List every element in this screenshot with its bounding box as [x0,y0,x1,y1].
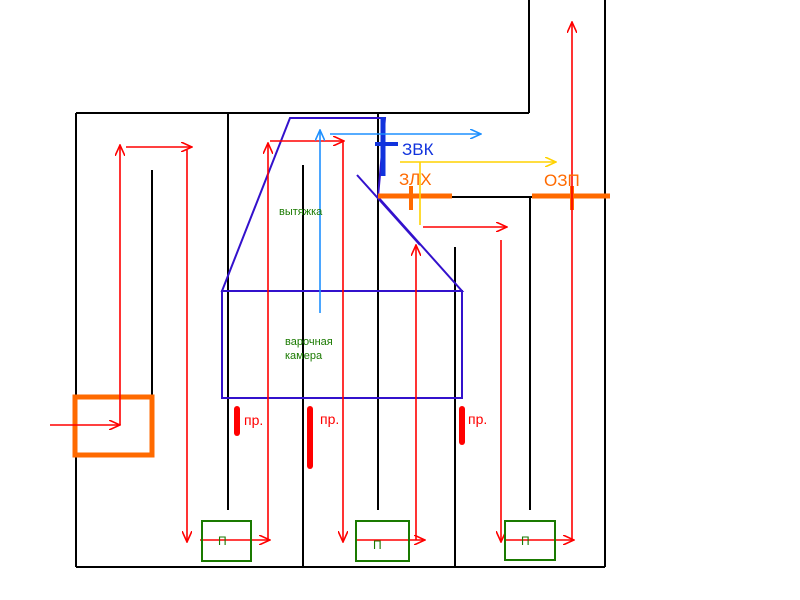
p-boxes [201,520,556,562]
flow-arrows [50,22,574,542]
p-label-1: П [218,534,227,548]
ozp-label: ОЗП [544,171,580,190]
pr-bars [234,406,465,469]
zlh-damper [378,186,452,210]
entry-box [72,394,155,458]
cooking-chamber [221,290,463,399]
pr-label-1: пр. [244,412,263,428]
pr-label-2: пр. [320,411,339,427]
exhaust-arrows [320,130,481,313]
zlh-arrows [400,162,556,225]
walls [75,0,606,568]
zvk-label: ЗВК [402,140,434,159]
hood-label: вытяжка [279,206,323,218]
p-box-2 [355,520,410,562]
p-label-3: П [521,534,530,548]
chamber-label-line2: камера [285,350,323,362]
p-box-3 [504,520,556,561]
hood-diagonal [356,174,421,246]
p-label-2: П [373,538,382,552]
p-box-1 [201,520,252,562]
zlh-label: ЗЛХ [399,170,432,189]
pr-label-3: пр. [468,411,487,427]
hood-chamber [220,117,465,399]
chamber-label-line1: варочная [285,336,333,348]
zvk-valve [375,117,398,176]
